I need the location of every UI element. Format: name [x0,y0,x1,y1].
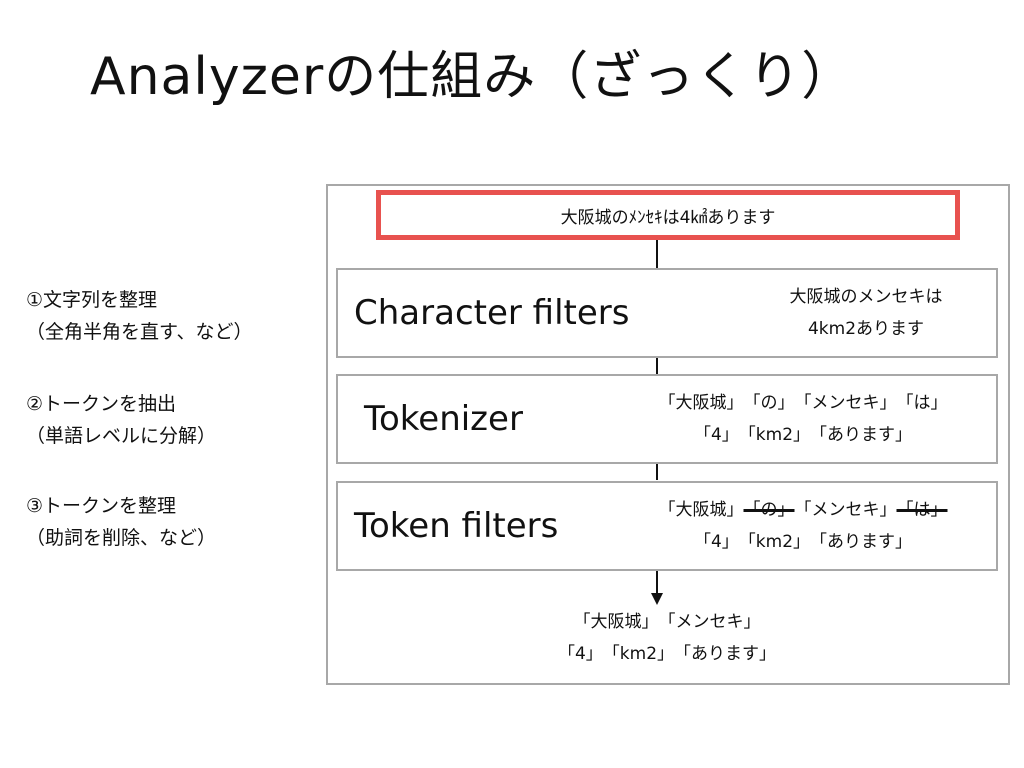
result-token: 「4」 [557,644,603,664]
result-row: 「4」「km2」「あります」 [336,638,998,670]
note-step-1-title: ①文字列を整理 [26,289,158,311]
stage-tokenizer: Tokenizer 「大阪城」「の」「メンセキ」「は」「4」「km2」「あります… [336,374,998,464]
stage-output-row: 4km2あります [746,313,986,345]
slide-title: Analyzerの仕組み（ざっくり） [90,47,855,107]
note-step-2-title: ②トークンを抽出 [26,393,177,415]
token: 「は」 [896,393,948,413]
token: 「メンセキ」 [794,393,897,413]
connector-filters-to-result [656,571,658,593]
note-step-3: ③トークンを整理 （助詞を削除、など） [26,490,216,554]
stage-output-row: 「大阪城」「の」「メンセキ」「は」 [608,494,998,526]
input-text: 大阪城のﾒﾝｾｷは4㎢あります [560,207,776,228]
token: 「あります」 [810,532,913,552]
note-step-3-detail: （助詞を削除、など） [26,527,217,549]
note-step-2: ②トークンを抽出 （単語レベルに分解） [26,388,216,452]
note-step-1-detail: （全角半角を直す、など） [26,321,253,343]
analyzer-frame [326,184,1010,685]
arrow-down-icon [651,593,663,605]
stage-character-filters-output: 大阪城のメンセキは 4km2あります [746,281,986,345]
token: 「km2」 [738,425,811,445]
token: 「メンセキ」 [794,500,897,520]
token: 「大阪城」 [658,500,744,520]
stage-character-filters: Character filters 大阪城のメンセキは 4km2あります [336,268,998,358]
token: 「あります」 [810,425,913,445]
result-token: 「大阪城」 [573,612,659,632]
stage-output-row: 「大阪城」「の」「メンセキ」「は」 [608,387,998,419]
connector-input-to-char [656,240,658,268]
connector-tokenizer-to-filters [656,464,658,480]
token: 「4」 [693,532,739,552]
token: 「km2」 [738,532,811,552]
final-tokens: 「大阪城」「メンセキ」「4」「km2」「あります」 [336,606,998,670]
stage-tokenizer-label: Tokenizer [364,399,523,439]
stage-token-filters: Token filters 「大阪城」「の」「メンセキ」「は」「4」「km2」「… [336,481,998,571]
note-step-3-title: ③トークンを整理 [26,495,177,517]
removed-token: 「の」 [743,500,795,520]
stage-output-row: 「4」「km2」「あります」 [608,419,998,451]
stage-token-filters-output: 「大阪城」「の」「メンセキ」「は」「4」「km2」「あります」 [608,494,998,558]
removed-token: 「は」 [896,500,948,520]
connector-char-to-tokenizer [656,358,658,374]
stage-token-filters-label: Token filters [354,506,559,546]
stage-output-row: 「4」「km2」「あります」 [608,526,998,558]
note-step-2-detail: （単語レベルに分解） [26,425,217,447]
token: 大阪城のメンセキは [789,287,943,307]
stage-output-row: 大阪城のメンセキは [746,281,986,313]
result-row: 「大阪城」「メンセキ」 [336,606,998,638]
token: 「大阪城」 [658,393,744,413]
result-token: 「km2」 [602,644,675,664]
result-token: 「メンセキ」 [658,612,761,632]
token: 「の」 [743,393,795,413]
token: 4km2あります [807,319,925,339]
note-step-1: ①文字列を整理 （全角半角を直す、など） [26,284,252,348]
result-token: 「あります」 [674,644,777,664]
input-text-box: 大阪城のﾒﾝｾｷは4㎢あります [376,190,960,240]
token: 「4」 [693,425,739,445]
stage-character-filters-label: Character filters [354,293,630,333]
stage-tokenizer-output: 「大阪城」「の」「メンセキ」「は」「4」「km2」「あります」 [608,387,998,451]
